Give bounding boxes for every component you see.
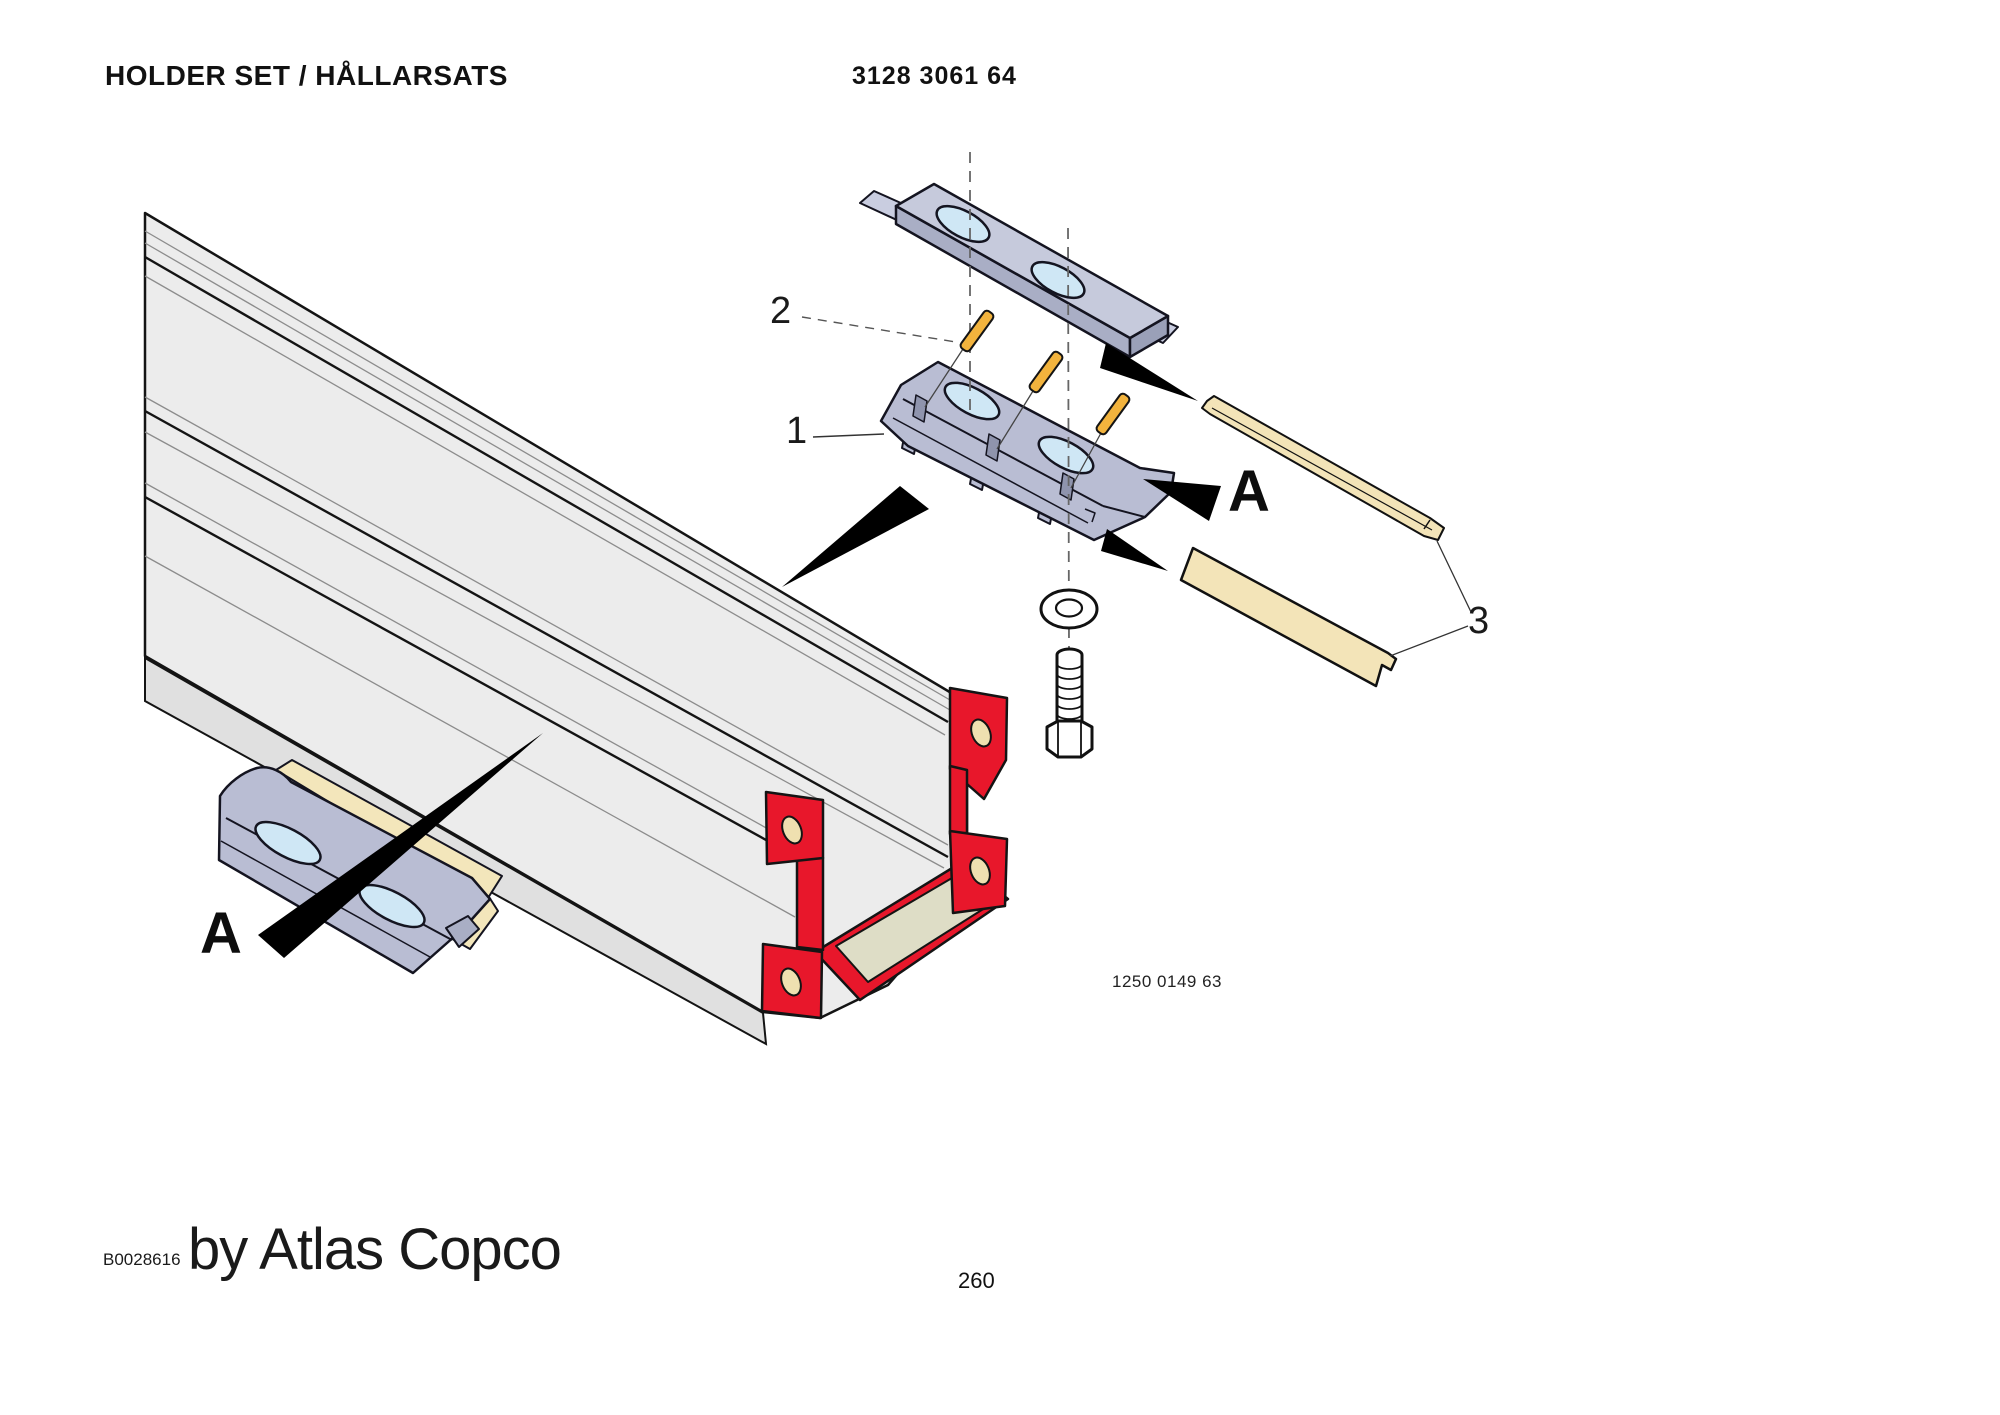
pin-slit	[1059, 472, 1075, 501]
item3-leader-lines	[1389, 540, 1472, 657]
pin-slit	[912, 394, 928, 423]
bolt	[1045, 647, 1094, 759]
upper-plate-slot	[1030, 260, 1086, 300]
holder-slot	[943, 381, 1001, 421]
upper-plate-top	[894, 182, 1170, 340]
center-lines	[969, 152, 1070, 653]
pin	[1095, 392, 1131, 436]
wear-strip-thin	[1201, 395, 1445, 541]
pointer-wedge-block	[1101, 529, 1168, 571]
page-title: HOLDER SET / HÅLLARSATS	[105, 60, 508, 91]
detail-slot	[254, 820, 322, 866]
pin-slit	[985, 433, 1001, 462]
item1-leader-line	[812, 433, 885, 438]
part-number: 3128 3061 64	[852, 62, 1017, 90]
item2-leader-line	[801, 316, 957, 343]
upper-holder-plate	[859, 182, 1179, 359]
section-bolt-holes	[780, 718, 992, 997]
locking-pins	[924, 309, 1131, 489]
footer-code: B0028616	[103, 1250, 181, 1269]
pointer-wedge-strip	[1100, 343, 1198, 401]
rail-cross-section	[760, 686, 1010, 1020]
bolt-head	[1045, 719, 1094, 759]
pin	[1028, 350, 1064, 394]
pointer-wedge-detail-a	[1143, 479, 1221, 521]
callout-1: 1	[786, 410, 808, 452]
figure-number: 1250 0149 63	[1112, 972, 1222, 991]
page-number: 260	[958, 1268, 995, 1293]
pointer-wedge-center	[782, 486, 929, 587]
pointer-wedge-left	[258, 733, 543, 958]
pin	[959, 309, 995, 353]
callout-2: 2	[770, 290, 792, 332]
washer	[1039, 588, 1099, 630]
callout-3: 3	[1468, 600, 1490, 642]
holder-item-1	[879, 360, 1176, 542]
holder-slot	[1037, 435, 1095, 475]
rail-groove-lines	[144, 230, 951, 918]
wear-strip-block	[1179, 546, 1398, 688]
detail-marker-a-left: A	[200, 901, 242, 966]
detail-marker-a-right: A	[1228, 459, 1270, 524]
footer-brand: by Atlas Copco	[188, 1217, 562, 1282]
rail-body	[143, 211, 969, 1046]
